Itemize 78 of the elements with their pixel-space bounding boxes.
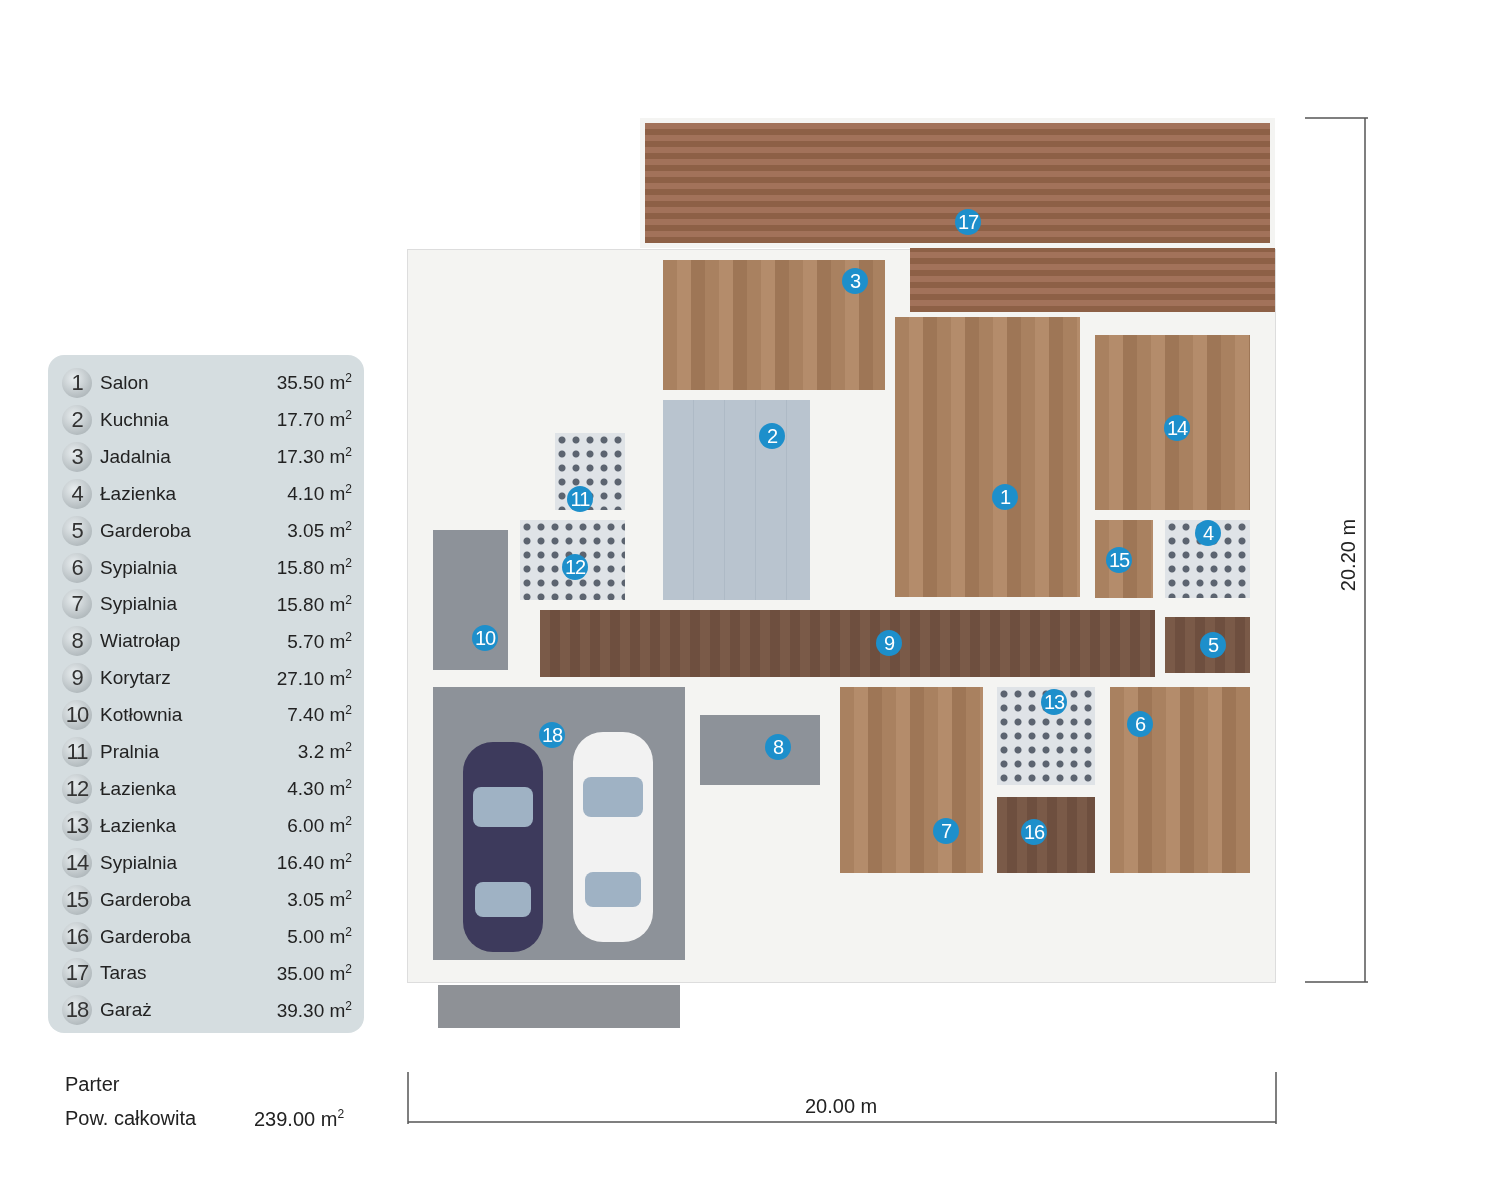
room-area: 17.30 m$^{2}$ — [276, 445, 352, 469]
room-name: Wiatrołap — [100, 630, 182, 653]
callout-number: 8 — [765, 734, 791, 760]
room-area: 7.40 m$^{2}$ — [287, 703, 352, 727]
room-number: 13 — [62, 810, 92, 841]
callout-number: 7 — [933, 818, 959, 844]
callout-number: 14 — [1164, 415, 1190, 441]
room-area: 17.70 m$^{2}$ — [276, 408, 352, 432]
floor-name: Parter — [65, 1073, 120, 1096]
callout-number: 2 — [759, 423, 785, 449]
room-name: Łazienka — [100, 814, 178, 837]
room-name: Taras — [100, 962, 148, 985]
room-number: 10 — [62, 700, 92, 731]
callout-number: 12 — [562, 554, 588, 580]
room-name: Sypialnia — [100, 851, 179, 874]
room-name: Kuchnia — [100, 408, 170, 431]
callout-number: 17 — [955, 209, 981, 235]
room-area: 3.05 m$^{2}$ — [287, 887, 352, 912]
room-number: 17 — [62, 958, 92, 989]
room-area: 35.50 m$^{2}$ — [276, 371, 352, 395]
room-number: 5 — [62, 515, 92, 546]
callout-number: 9 — [876, 630, 902, 656]
room-number: 9 — [62, 663, 92, 694]
room-area: 3.05 m$^{2}$ — [287, 518, 352, 543]
dimension-label: 20.00 m — [805, 1095, 878, 1118]
room-number: 6 — [62, 552, 92, 583]
room-name: Sypialnia — [100, 556, 179, 579]
room-name: Korytarz — [100, 667, 172, 690]
room-number: 15 — [62, 884, 92, 915]
callout-number: 10 — [472, 625, 498, 651]
room-area: 35.00 m$^{2}$ — [276, 961, 352, 986]
room-name: Garderoba — [100, 925, 192, 948]
room-floor — [640, 118, 1275, 248]
room-number: 8 — [62, 626, 92, 657]
total-area-value: 239.00 m$^{2}$ — [254, 1107, 345, 1131]
room-number: 4 — [62, 478, 92, 509]
room-area: 15.80 m$^{2}$ — [276, 592, 352, 617]
room-name: Salon — [100, 372, 150, 394]
callout-number: 1 — [992, 484, 1018, 510]
room-area: 4.10 m$^{2}$ — [287, 482, 352, 506]
room-number: 1 — [62, 368, 92, 398]
room-name: Sypialnia — [100, 593, 179, 616]
room-number: 7 — [62, 589, 92, 620]
room-name: Łazienka — [100, 777, 178, 800]
room-area: 39.30 m$^{2}$ — [276, 998, 352, 1022]
callout-number: 16 — [1021, 819, 1047, 845]
room-name: Pralnia — [100, 741, 161, 763]
room-name: Garderoba — [100, 888, 192, 911]
room-name: Kotłownia — [100, 704, 184, 727]
callout-number: 15 — [1106, 547, 1132, 573]
callout-number: 4 — [1195, 520, 1221, 546]
room-number: 3 — [62, 441, 92, 472]
room-area: 6.00 m$^{2}$ — [287, 814, 352, 838]
callout-number: 18 — [539, 722, 565, 748]
callout-number: 11 — [567, 486, 593, 512]
room-name: Garderoba — [100, 519, 192, 542]
callout-number: 5 — [1200, 632, 1226, 658]
room-area: 4.30 m$^{2}$ — [287, 777, 352, 801]
callout-number: 3 — [842, 268, 868, 294]
room-area: 16.40 m$^{2}$ — [276, 851, 352, 875]
room-number: 11 — [62, 737, 92, 767]
room-number: 12 — [62, 773, 92, 804]
total-area-label: Pow. całkowita — [65, 1107, 197, 1130]
room-area: 15.80 m$^{2}$ — [276, 555, 352, 580]
room-area: 5.70 m$^{2}$ — [287, 629, 352, 653]
dimension-label: 20.20 m — [1336, 518, 1360, 592]
room-number: 16 — [62, 921, 92, 952]
room-name: Garaż — [100, 999, 153, 1022]
room-name: Jadalnia — [100, 445, 172, 468]
callout-number: 13 — [1041, 689, 1067, 715]
room-number: 18 — [62, 995, 92, 1026]
room-area: 3.2 m$^{2}$ — [297, 740, 352, 764]
room-name: Łazienka — [100, 482, 178, 505]
callout-number: 6 — [1127, 711, 1153, 737]
room-number: 14 — [62, 847, 92, 878]
room-area: 5.00 m$^{2}$ — [287, 924, 352, 949]
room-area: 27.10 m$^{2}$ — [276, 666, 352, 690]
room-number: 2 — [62, 404, 92, 435]
